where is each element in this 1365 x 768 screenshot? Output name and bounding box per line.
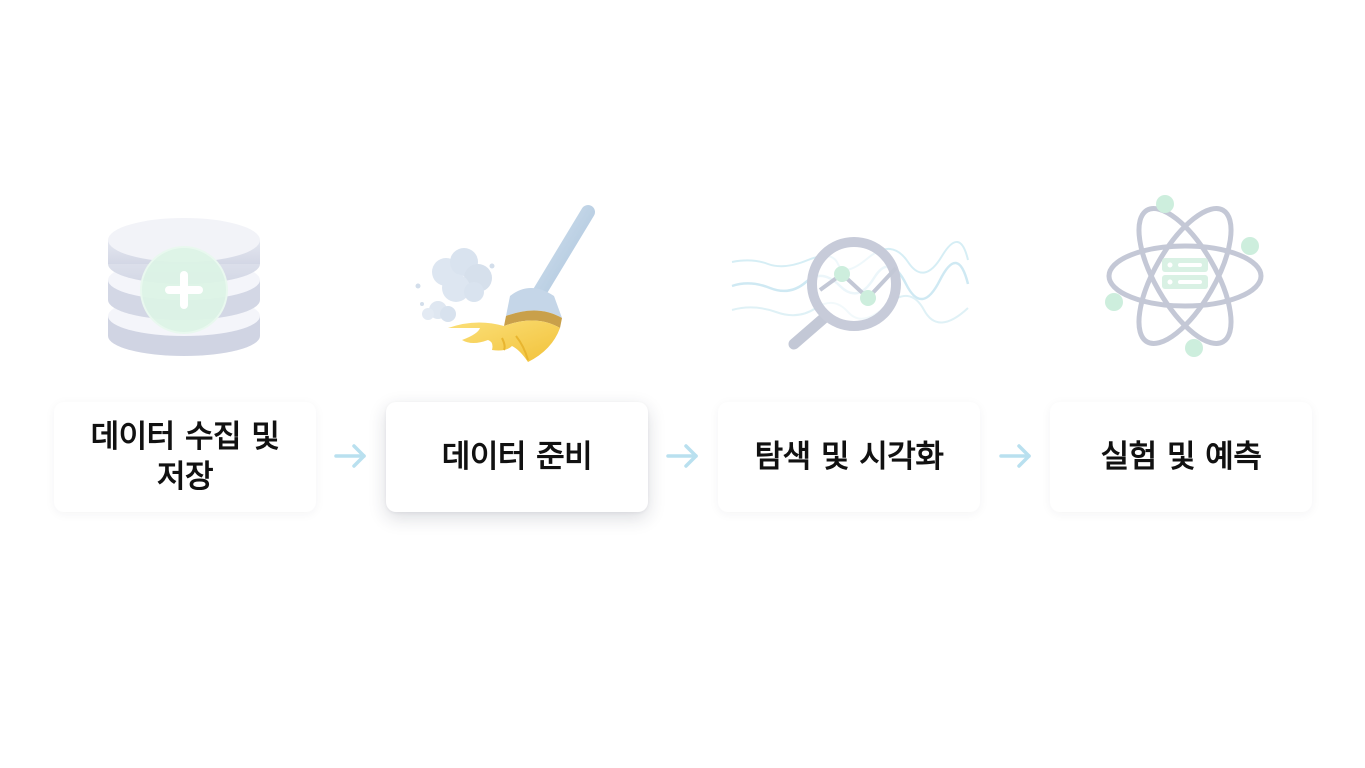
arrow-right-icon xyxy=(999,444,1031,468)
step-label: 데이터 준비 xyxy=(441,439,593,475)
arrow-right-icon xyxy=(666,444,698,468)
step-label: 데이터 수집 및 저장 xyxy=(90,419,280,495)
step-card-3: 탐색 및 시각화 xyxy=(718,402,980,512)
magnifier-chart-icon xyxy=(731,237,970,350)
step-label: 탐색 및 시각화 xyxy=(754,439,944,475)
atom-server-icon xyxy=(1105,195,1264,357)
step-card-2: 데이터 준비 xyxy=(386,402,648,512)
step-card-1: 데이터 수집 및 저장 xyxy=(54,402,316,512)
step-label: 실험 및 예측 xyxy=(1100,439,1262,475)
broom-icon xyxy=(415,205,595,362)
database-add-icon xyxy=(108,218,260,356)
step-card-4: 실험 및 예측 xyxy=(1050,402,1312,512)
arrow-right-icon xyxy=(334,444,366,468)
